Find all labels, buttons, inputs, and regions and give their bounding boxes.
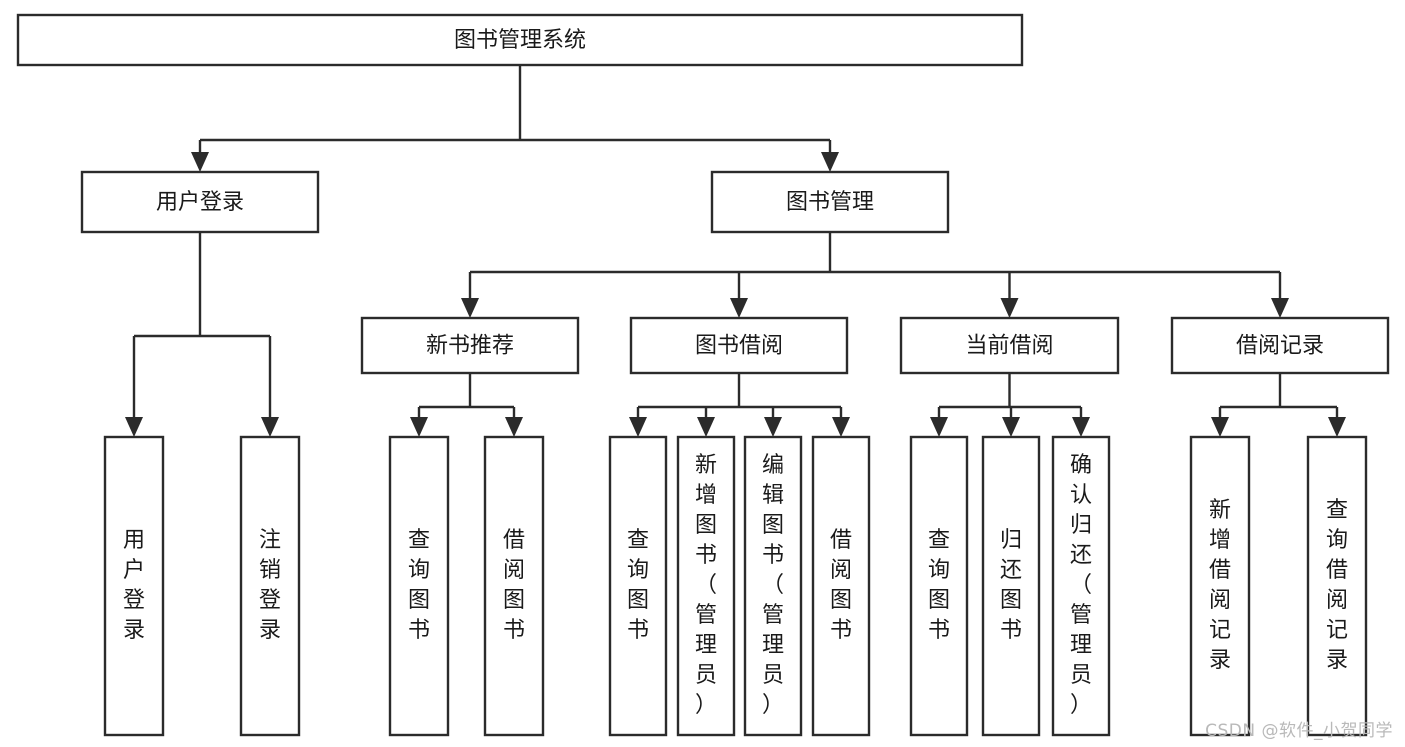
node-label-leaf-borrow-book-1: 借阅图书 [503,528,525,643]
node-label-leaf-edit-book: 编辑图书（管理员） [762,453,784,718]
node-label-leaf-query-book-1: 查询图书 [408,528,430,643]
arrow-head-leaf-query-book-2 [629,417,647,437]
node-label-leaf-confirm-return: 确认归还（管理员） [1070,453,1092,718]
node-new-book-recommend[interactable]: 新书推荐 [360,316,580,375]
arrow-head-leaf-query-record [1328,417,1346,437]
node-label-user-login: 用户登录 [156,190,244,215]
node-label-leaf-query-record: 查询借阅记录 [1326,498,1348,673]
node-label-root: 图书管理系统 [454,28,586,53]
arrow-head-book-management [821,152,839,172]
node-box-leaf-add-book [676,435,736,737]
node-book-borrow[interactable]: 图书借阅 [629,316,849,375]
node-box-leaf-borrow-book-1 [483,435,545,737]
node-box-book-borrow [629,316,849,375]
node-label-leaf-borrow-book-2: 借阅图书 [830,528,852,643]
node-leaf-add-book[interactable]: 新增图书（管理员） [676,435,736,737]
arrow-head-borrow-record [1271,298,1289,318]
node-box-leaf-user-login [103,435,165,737]
node-leaf-edit-book[interactable]: 编辑图书（管理员） [743,435,803,737]
node-leaf-borrow-book-1[interactable]: 借阅图书 [483,435,545,737]
node-book-management[interactable]: 图书管理 [710,170,950,234]
node-box-leaf-confirm-return [1051,435,1111,737]
node-box-leaf-return-book [981,435,1041,737]
node-box-leaf-edit-book [743,435,803,737]
node-label-leaf-user-login: 用户登录 [123,528,145,643]
arrow-head-leaf-user-login [125,417,143,437]
node-label-leaf-return-book: 归还图书 [1000,528,1022,643]
arrow-head-book-borrow [730,298,748,318]
node-label-leaf-query-book-3: 查询图书 [928,528,950,643]
node-label-book-borrow: 图书借阅 [695,334,783,359]
node-box-root [16,13,1024,67]
node-leaf-query-book-1[interactable]: 查询图书 [388,435,450,737]
arrow-head-user-login [191,152,209,172]
arrow-head-leaf-add-book [697,417,715,437]
arrow-head-leaf-edit-book [764,417,782,437]
node-label-borrow-record: 借阅记录 [1236,334,1324,359]
node-leaf-confirm-return[interactable]: 确认归还（管理员） [1051,435,1111,737]
node-label-leaf-logout: 注销登录 [259,528,281,643]
node-leaf-borrow-book-2[interactable]: 借阅图书 [811,435,871,737]
node-box-leaf-borrow-book-2 [811,435,871,737]
node-root[interactable]: 图书管理系统 [16,13,1024,67]
node-leaf-query-book-3[interactable]: 查询图书 [909,435,969,737]
node-leaf-return-book[interactable]: 归还图书 [981,435,1041,737]
node-box-current-borrow [899,316,1120,375]
arrow-head-leaf-confirm-return [1072,417,1090,437]
node-box-leaf-query-record [1306,435,1368,737]
boxes-layer: 图书管理系统用户登录图书管理新书推荐图书借阅当前借阅借阅记录用户登录注销登录查询… [16,13,1390,737]
node-label-current-borrow: 当前借阅 [965,334,1053,359]
arrow-head-leaf-query-book-3 [930,417,948,437]
node-box-borrow-record [1170,316,1390,375]
node-box-user-login [80,170,320,234]
arrow-head-leaf-borrow-book-1 [505,417,523,437]
node-box-leaf-add-record [1189,435,1251,737]
node-box-leaf-logout [239,435,301,737]
node-label-leaf-add-record: 新增借阅记录 [1209,498,1231,673]
arrow-head-leaf-logout [261,417,279,437]
node-box-new-book-recommend [360,316,580,375]
node-label-new-book-recommend: 新书推荐 [426,334,514,359]
arrow-head-leaf-add-record [1211,417,1229,437]
node-leaf-query-record[interactable]: 查询借阅记录 [1306,435,1368,737]
node-current-borrow[interactable]: 当前借阅 [899,316,1120,375]
node-user-login[interactable]: 用户登录 [80,170,320,234]
node-box-leaf-query-book-3 [909,435,969,737]
node-box-leaf-query-book-1 [388,435,450,737]
node-label-book-management: 图书管理 [786,190,874,215]
arrow-head-leaf-query-book-1 [410,417,428,437]
node-leaf-add-record[interactable]: 新增借阅记录 [1189,435,1251,737]
node-label-leaf-query-book-2: 查询图书 [627,528,649,643]
connectors-layer [125,65,1346,437]
node-leaf-logout[interactable]: 注销登录 [239,435,301,737]
arrow-head-new-book-recommend [461,298,479,318]
node-leaf-query-book-2[interactable]: 查询图书 [608,435,668,737]
arrow-head-leaf-borrow-book-2 [832,417,850,437]
arrow-head-current-borrow [1000,298,1019,318]
node-box-leaf-query-book-2 [608,435,668,737]
node-leaf-user-login[interactable]: 用户登录 [103,435,165,737]
node-borrow-record[interactable]: 借阅记录 [1170,316,1390,375]
node-box-book-management [710,170,950,234]
node-label-leaf-add-book: 新增图书（管理员） [695,453,717,718]
arrow-head-leaf-return-book [1002,417,1020,437]
